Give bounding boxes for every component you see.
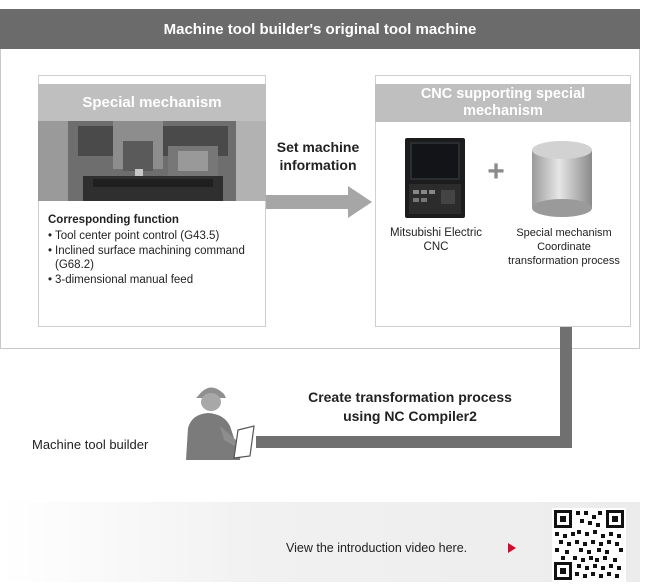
special-caption-line2: Coordinate <box>537 241 591 253</box>
list-item: 3-dimensional manual feed <box>48 273 258 288</box>
cnc-caption-line1: Mitsubishi Electric <box>389 227 483 239</box>
list-item: Inclined surface machining command (G68.… <box>48 244 258 273</box>
set-machine-information-label: Set machine information <box>266 138 370 174</box>
play-arrow-icon[interactable] <box>508 543 516 553</box>
special-mechanism-caption: Special mechanism Coordinate transformat… <box>500 226 628 268</box>
plus-icon: + <box>487 155 505 188</box>
special-mechanism-title: Special mechanism <box>38 84 266 121</box>
cnc-panel-title: CNC supporting special mechanism <box>375 84 631 122</box>
corresponding-function-heading: Corresponding function <box>48 214 179 226</box>
database-cylinder-icon <box>532 141 592 217</box>
machine-photo-icon <box>38 121 266 201</box>
video-strip <box>0 502 640 582</box>
create-label-line1: Create transformation process <box>308 389 512 405</box>
cnc-title-line1: CNC supporting special <box>420 86 586 102</box>
set-label-line2: information <box>279 157 357 173</box>
cnc-title-line2: mechanism <box>463 103 543 119</box>
create-transformation-label: Create transformation process using NC C… <box>270 388 550 426</box>
set-info-arrow <box>266 186 372 218</box>
machine-tool-builder-label: Machine tool builder <box>32 437 149 452</box>
worker-icon <box>186 387 255 460</box>
special-caption-line3: transformation process <box>508 255 620 267</box>
video-link[interactable]: View the introduction video here. <box>286 541 468 555</box>
special-caption-line1: Special mechanism <box>516 227 612 239</box>
page-title: Machine tool builder's original tool mac… <box>0 9 640 49</box>
cnc-caption: Mitsubishi Electric CNC <box>380 226 492 254</box>
cnc-monitor-icon <box>405 138 465 218</box>
qr-code-icon[interactable] <box>552 508 626 582</box>
set-label-line1: Set machine <box>276 139 360 155</box>
function-list: Tool center point control (G43.5) Inclin… <box>48 229 258 287</box>
create-label-line2: using NC Compiler2 <box>343 408 477 424</box>
list-item: Tool center point control (G43.5) <box>48 229 258 244</box>
cnc-caption-line2: CNC <box>423 241 449 253</box>
